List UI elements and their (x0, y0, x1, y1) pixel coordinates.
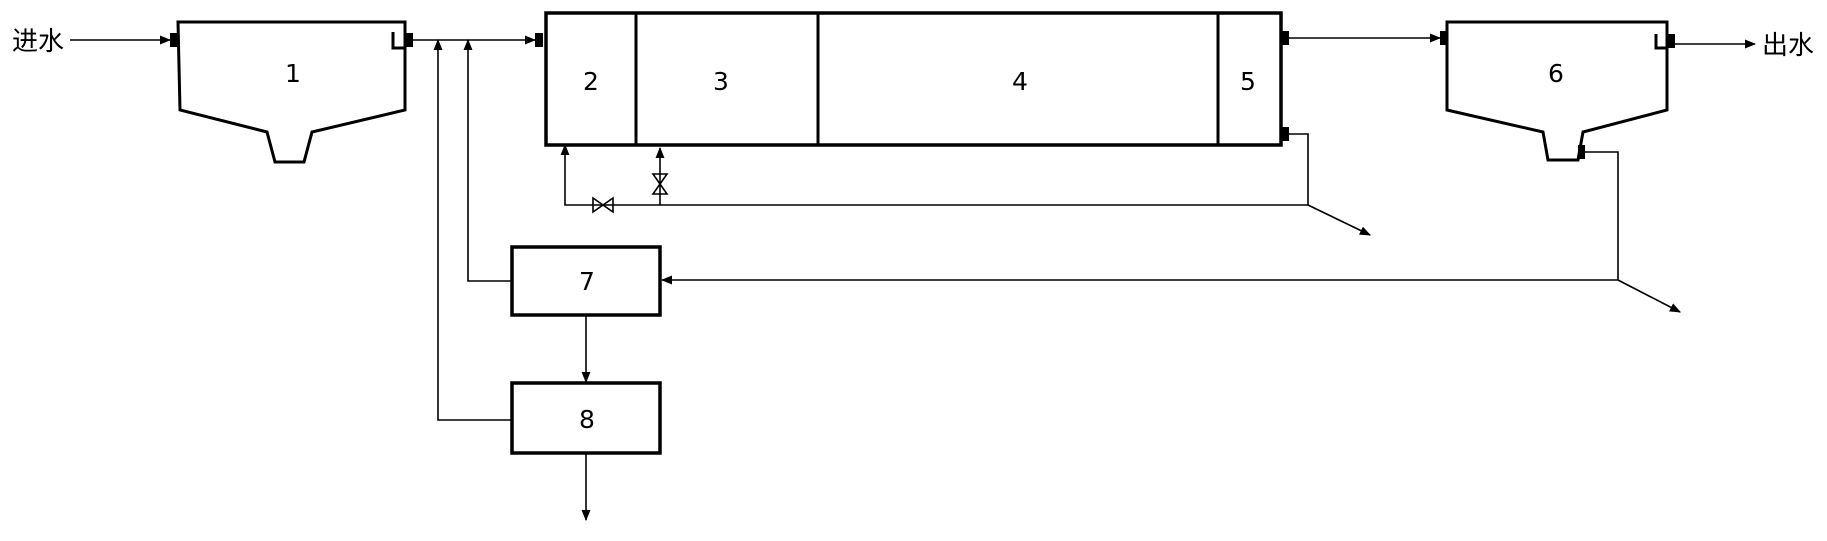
unit-6-label: 6 (1548, 59, 1564, 88)
reactor-inlet-nozzle (535, 33, 543, 47)
reactor-outlet-nozzle (1281, 31, 1289, 45)
tank-6-inlet-nozzle (1440, 31, 1447, 45)
valve-horizontal (592, 196, 614, 214)
unit-8-label: 8 (579, 405, 595, 434)
tank-6 (1445, 20, 1669, 162)
outlet-label: 出水 (1762, 31, 1814, 61)
sludge-riser (1585, 151, 1619, 280)
tank-1-weir (391, 32, 405, 50)
tank-1-outlet-nozzle (405, 33, 413, 47)
recirculation-pipe (628, 133, 1309, 206)
tank-1 (176, 20, 407, 164)
unit-1-label: 1 (285, 59, 301, 88)
tank-6-outlet-nozzle (1667, 34, 1675, 48)
inlet-nozzle-1 (170, 33, 177, 47)
reactor-discharge-arrow (1307, 204, 1372, 236)
valve-vertical (651, 173, 669, 195)
unit-3-label: 3 (713, 67, 729, 96)
unit-7-return-line (463, 38, 512, 282)
unit-2-label: 2 (583, 67, 599, 96)
reactor-drain-nozzle (1281, 127, 1289, 141)
unit-4-label: 4 (1012, 67, 1028, 96)
unit-7-label: 7 (579, 267, 595, 296)
sludge-discharge-arrow (1617, 279, 1681, 313)
tank-6-weir (1654, 34, 1667, 50)
unit-8-return-line (433, 38, 512, 421)
tank-6-sludge-nozzle (1578, 145, 1585, 159)
reactor-vessel (544, 11, 1283, 147)
return-to-unit-2 (560, 143, 628, 206)
inlet-label: 进水 (12, 27, 64, 57)
unit-5-label: 5 (1240, 67, 1256, 96)
